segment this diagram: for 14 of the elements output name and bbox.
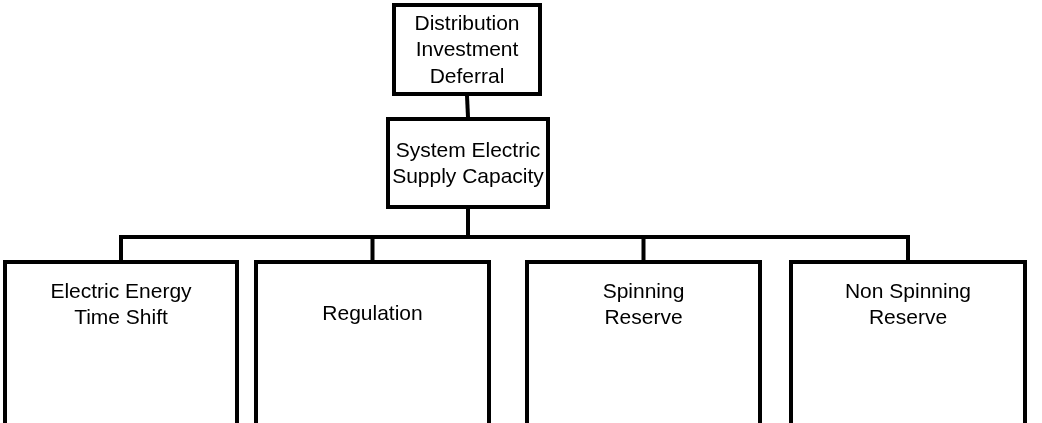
text-box [789, 260, 1027, 423]
text-box [392, 3, 542, 96]
connector-line [465, 95, 470, 118]
node-label: Non Spinning Reserve [843, 278, 973, 331]
text-box [525, 260, 762, 423]
text-box [386, 117, 550, 209]
node-label: Spinning Reserve [601, 278, 686, 331]
node-label: System Electric Supply Capacity [392, 136, 544, 189]
node-label: Regulation [322, 300, 423, 326]
node-label: Electric Energy Time Shift [49, 278, 193, 331]
text-box [3, 260, 239, 423]
text-box [254, 260, 491, 423]
node-label: Distribution Investment Deferral [413, 10, 521, 89]
connector-line [466, 209, 910, 260]
